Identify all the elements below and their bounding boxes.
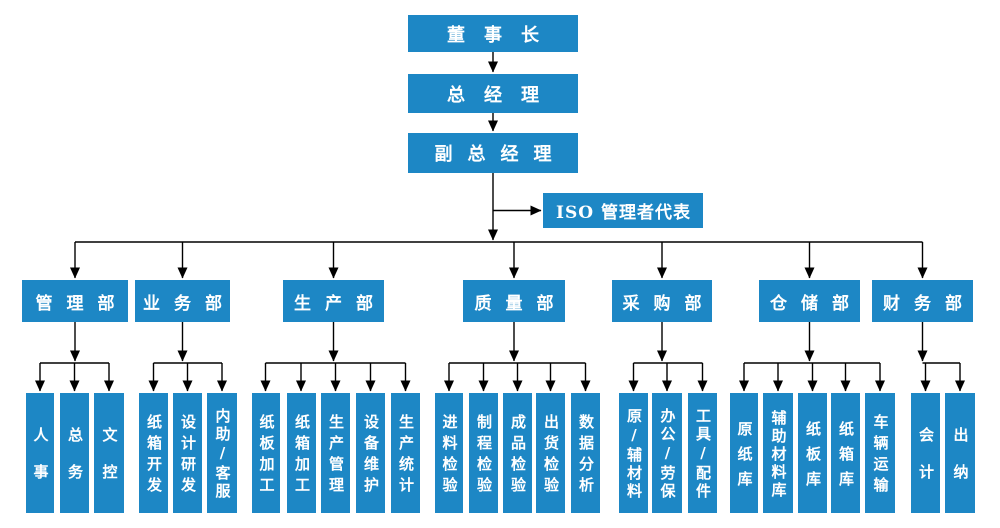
sub-label: 原纸库 <box>735 420 754 496</box>
dept-box-warehouse: 仓储部 <box>759 280 860 322</box>
sub-box-accounting: 会计 <box>911 393 940 513</box>
dept-box-production: 生产部 <box>283 280 384 322</box>
chairman-label: 董事长 <box>447 24 558 46</box>
deputy-general-manager-label: 副总经理 <box>434 144 567 165</box>
sub-box-carton-processing: 纸箱加工 <box>287 393 316 513</box>
sub-label: 会计 <box>917 427 935 501</box>
sub-label: 生产管理 <box>327 414 345 498</box>
sub-box-carton-warehouse: 纸箱库 <box>831 393 860 513</box>
sub-label: 工具/配件 <box>694 408 712 501</box>
sub-label: 出货检验 <box>542 414 560 498</box>
dept-box-quality: 质量部 <box>463 280 565 322</box>
dept-label: 生产部 <box>294 293 387 314</box>
org-box-general-manager: 总经理 <box>408 74 578 113</box>
sub-box-board-warehouse: 纸板库 <box>798 393 827 513</box>
sub-label: 进料检验 <box>440 414 459 498</box>
sub-label: 纸箱开发 <box>145 414 163 498</box>
org-box-deputy-general-manager: 副总经理 <box>408 133 578 173</box>
sub-label: 设备维护 <box>362 414 380 498</box>
org-box-chairman: 董事长 <box>408 15 578 52</box>
sub-label: 车辆运输 <box>871 414 890 498</box>
sub-box-production-statistics: 生产统计 <box>391 393 420 513</box>
sub-label: 人事 <box>31 427 50 501</box>
dept-box-purchasing: 采购部 <box>612 280 712 322</box>
dept-box-management: 管理部 <box>22 280 128 322</box>
dept-label: 采购部 <box>622 293 716 314</box>
dept-box-finance: 财务部 <box>872 280 973 322</box>
sub-box-assistant-customer-service: 内助/客服 <box>207 393 237 513</box>
sub-label: 纸板加工 <box>257 414 276 498</box>
sub-box-carton-development: 纸箱开发 <box>139 393 168 513</box>
sub-box-equipment-maintenance: 设备维护 <box>356 393 385 513</box>
sub-label: 辅助材料库 <box>769 409 788 500</box>
sub-box-finished-goods-inspection: 成品检验 <box>503 393 532 513</box>
sub-box-vehicle-transport: 车辆运输 <box>865 393 895 513</box>
sub-label: 数据分析 <box>577 414 595 498</box>
sub-box-document-control: 文控 <box>94 393 124 513</box>
sub-box-incoming-inspection: 进料检验 <box>435 393 463 513</box>
sub-box-office-labor-supplies: 办公/劳保 <box>652 393 682 513</box>
dept-label: 业务部 <box>143 293 236 314</box>
sub-label: 原/辅材料 <box>625 408 643 501</box>
sub-box-outgoing-inspection: 出货检验 <box>536 393 565 513</box>
sub-label: 成品检验 <box>509 414 527 498</box>
dept-label: 财务部 <box>883 293 976 314</box>
sub-label: 制程检验 <box>475 414 493 498</box>
sub-box-aux-material-warehouse: 辅助材料库 <box>763 393 793 513</box>
org-box-iso-representative: ISO 管理者代表 <box>543 193 703 228</box>
sub-label: 内助/客服 <box>213 408 232 501</box>
sub-box-tools-parts: 工具/配件 <box>688 393 717 513</box>
sub-label: 文控 <box>100 427 119 501</box>
dept-label: 质量部 <box>474 293 568 314</box>
dept-label: 管理部 <box>35 293 129 314</box>
sub-box-process-inspection: 制程检验 <box>469 393 498 513</box>
iso-representative-label: ISO 管理者代表 <box>556 203 691 223</box>
general-manager-label: 总经理 <box>447 84 558 106</box>
sub-box-production-management: 生产管理 <box>321 393 350 513</box>
sub-label: 办公/劳保 <box>658 408 677 501</box>
sub-box-hr: 人事 <box>26 393 54 513</box>
sub-label: 纸箱库 <box>837 420 855 496</box>
sub-box-design-rnd: 设计研发 <box>173 393 202 513</box>
sub-label: 生产统计 <box>397 414 415 498</box>
dept-label: 仓储部 <box>770 293 863 314</box>
sub-box-cashier: 出纳 <box>945 393 975 513</box>
sub-label: 纸板库 <box>804 420 822 496</box>
sub-label: 总务 <box>66 427 84 501</box>
sub-label: 出纳 <box>951 427 970 501</box>
sub-box-raw-aux-materials: 原/辅材料 <box>619 393 648 513</box>
sub-box-general-affairs: 总务 <box>60 393 89 513</box>
sub-label: 设计研发 <box>179 414 197 498</box>
sub-box-board-processing: 纸板加工 <box>252 393 280 513</box>
sub-label: 纸箱加工 <box>293 414 311 498</box>
dept-box-business: 业务部 <box>135 280 230 322</box>
sub-box-base-paper-warehouse: 原纸库 <box>730 393 758 513</box>
sub-box-data-analysis: 数据分析 <box>571 393 600 513</box>
